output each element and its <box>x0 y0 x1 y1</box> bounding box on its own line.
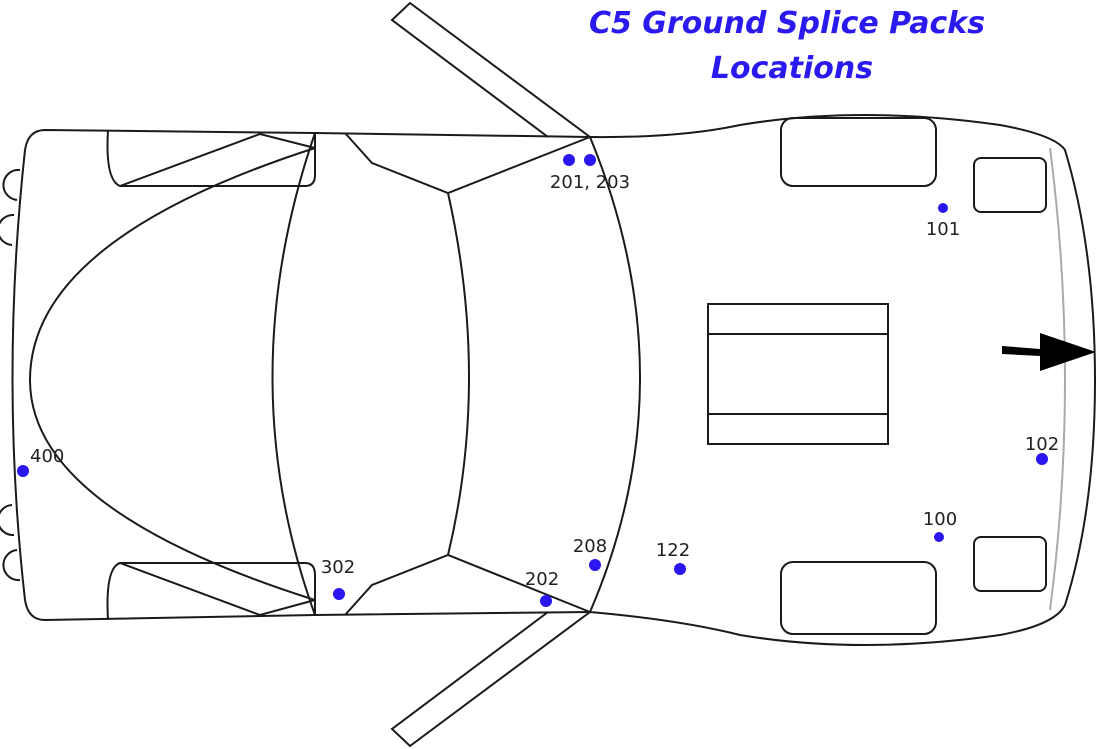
marker-label: 208 <box>573 536 607 557</box>
splice-pack-400[interactable]: 400 <box>17 446 64 477</box>
engine-cover <box>707 303 889 445</box>
windshield <box>271 132 591 616</box>
splice-pack-100[interactable]: 100 <box>923 509 957 542</box>
door-right-open <box>390 611 591 748</box>
rear-wheel-well-bottom <box>780 561 937 635</box>
marker-label: 122 <box>656 540 690 561</box>
front-wheel-arch-bottom <box>106 562 316 621</box>
tail-box-top <box>973 157 1047 213</box>
engine-cover-lines <box>708 333 888 415</box>
splice-pack-102[interactable]: 102 <box>1025 434 1059 465</box>
cabin-rear-arc <box>589 136 641 613</box>
tail-box-bottom <box>973 536 1047 592</box>
splice-pack-208[interactable]: 208 <box>573 536 607 571</box>
splice-pack-122[interactable]: 122 <box>656 540 690 575</box>
rear-light-line <box>1049 147 1066 611</box>
marker-label: 101 <box>926 219 960 240</box>
marker-label: 302 <box>321 557 355 578</box>
headlight-bumps <box>0 168 21 582</box>
splice-pack-202[interactable]: 202 <box>525 569 559 607</box>
marker-label: 100 <box>923 509 957 530</box>
arrow-right-icon <box>1002 333 1096 371</box>
car-body-outline <box>11 114 1096 646</box>
splice-pack-101[interactable]: 101 <box>926 203 960 240</box>
rear-wheel-well-top <box>780 117 937 187</box>
hood-arc <box>28 147 316 601</box>
marker-label: 400 <box>30 446 64 467</box>
title-line-1: C5 Ground Splice Packs <box>589 6 985 41</box>
front-wheel-arch-top <box>106 129 316 187</box>
door-left-open <box>390 1 591 138</box>
hood-shape <box>119 132 316 617</box>
marker-label: 202 <box>525 569 559 590</box>
splice-pack-201[interactable]: 201, 203 <box>550 154 630 193</box>
title-line-2: Locations <box>711 51 873 86</box>
splice-pack-302[interactable]: 302 <box>321 557 355 600</box>
marker-label: 201, 203 <box>550 172 630 193</box>
marker-label: 102 <box>1025 434 1059 455</box>
splice-pack-203[interactable] <box>584 154 596 166</box>
